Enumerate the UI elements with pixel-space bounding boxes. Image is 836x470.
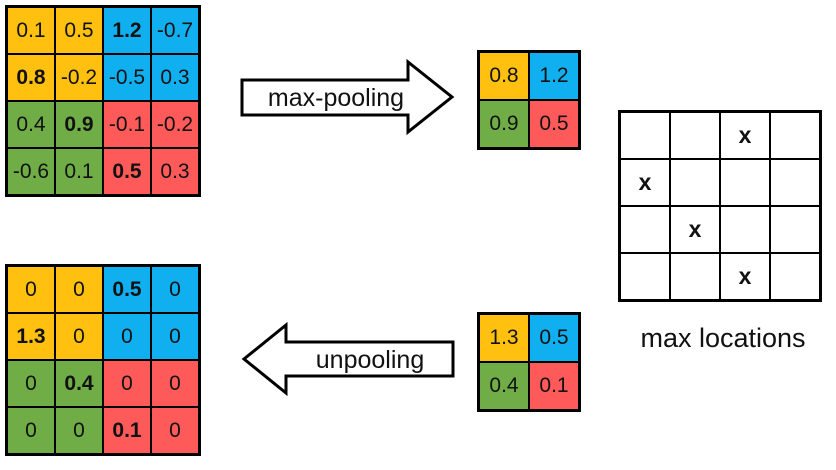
grid-cell: 0 (56, 408, 102, 453)
grid-cell: 0 (152, 314, 198, 359)
max-pooling-arrow: max-pooling (240, 58, 455, 136)
grid-cell: 0.3 (152, 149, 198, 194)
grid-cell: 0.8 (8, 55, 54, 100)
grid-cell: 0.1 (56, 149, 102, 194)
grid-cell: 0.3 (152, 55, 198, 100)
grid-cell (771, 113, 819, 158)
right-arrow-shape (240, 58, 455, 136)
grid-cell: 0.8 (480, 53, 528, 99)
grid-cell: 0.9 (480, 101, 528, 147)
grid-cell: 0.4 (56, 361, 102, 406)
grid-cell (671, 254, 719, 299)
max-locations-label: max locations (640, 323, 806, 353)
grid-cell (771, 160, 819, 205)
grid-cell (621, 254, 669, 299)
grid-cell: 0.9 (56, 102, 102, 147)
grid-cell: 0 (152, 267, 198, 312)
grid-cell: 0 (8, 361, 54, 406)
grid-cell (721, 207, 769, 252)
grid-cell: 0.5 (104, 267, 150, 312)
grid-cell: 0 (8, 267, 54, 312)
grid-cell: 0.5 (530, 315, 578, 361)
grid-cell (671, 113, 719, 158)
grid-cell: 0 (56, 314, 102, 359)
grid-cell (771, 207, 819, 252)
grid-cell: 0.1 (530, 363, 578, 409)
grid-cell: -0.2 (152, 102, 198, 147)
grid-cell: -0.6 (8, 149, 54, 194)
grid-cell: 0 (152, 361, 198, 406)
grid-cell: 0.4 (8, 102, 54, 147)
grid-cell: 0 (104, 361, 150, 406)
unpooling-arrow: unpooling (241, 321, 455, 397)
grid-cell: -0.2 (56, 55, 102, 100)
grid-cell: 0 (8, 408, 54, 453)
max-location-mark-cell: x (721, 254, 769, 299)
grid-cell: 0 (56, 267, 102, 312)
max-location-mark-cell: x (721, 113, 769, 158)
grid-cell: 0.5 (56, 8, 102, 53)
grid-cell: 0.1 (104, 408, 150, 453)
grid-cell: -0.7 (152, 8, 198, 53)
grid-cell: 1.3 (8, 314, 54, 359)
max-location-mark-cell: x (621, 160, 669, 205)
grid-cell (671, 160, 719, 205)
max-location-mark-cell: x (671, 207, 719, 252)
grid-cell: 0.4 (480, 363, 528, 409)
grid-cell: 0.5 (530, 101, 578, 147)
grid-cell (621, 207, 669, 252)
grid-cell: -0.1 (104, 102, 150, 147)
grid-cell: -0.5 (104, 55, 150, 100)
grid-cell: 1.2 (530, 53, 578, 99)
grid-cell: 1.3 (480, 315, 528, 361)
grid-cell: 0.1 (8, 8, 54, 53)
unpooling-label: unpooling (316, 346, 424, 374)
max-pooling-label: max-pooling (268, 84, 404, 112)
grid-cell (621, 113, 669, 158)
grid-cell: 0 (152, 408, 198, 453)
left-arrow-shape (241, 321, 455, 397)
grid-cell (771, 254, 819, 299)
grid-cell: 0 (104, 314, 150, 359)
grid-cell: 0.5 (104, 149, 150, 194)
grid-cell (721, 160, 769, 205)
grid-cell: 1.2 (104, 8, 150, 53)
